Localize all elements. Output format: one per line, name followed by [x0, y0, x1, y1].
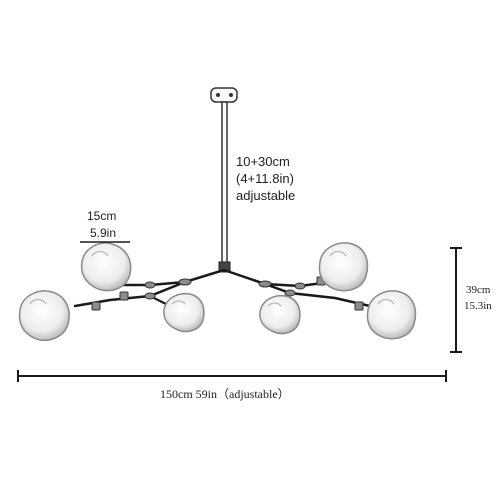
globe-lower-right	[366, 290, 417, 340]
globe-diameter-imperial: 5.9in	[90, 226, 117, 240]
width-label: 150cm 59in（adjustable）	[160, 387, 290, 401]
height-dimension	[450, 247, 462, 353]
rod-length-note: adjustable	[236, 188, 296, 203]
globe-upper-left	[80, 242, 132, 292]
globe-diameter-metric: 15cm	[87, 209, 117, 223]
glass-highlights	[29, 251, 395, 307]
width-dimension	[17, 370, 447, 382]
globe-center-right	[259, 294, 301, 335]
ceiling-canopy	[210, 87, 238, 103]
down-rod	[218, 101, 231, 273]
globe-upper-right	[318, 242, 369, 292]
arm-joints	[91, 276, 364, 311]
glass-globes	[18, 242, 417, 342]
height-metric: 39cm	[466, 284, 491, 296]
rod-length-metric: 10+30cm	[236, 154, 290, 169]
height-imperial: 15.3in	[464, 300, 492, 312]
rod-length-imperial: (4+11.8in)	[236, 171, 294, 186]
globe-lower-left	[18, 290, 70, 342]
globe-center-left	[163, 292, 205, 333]
